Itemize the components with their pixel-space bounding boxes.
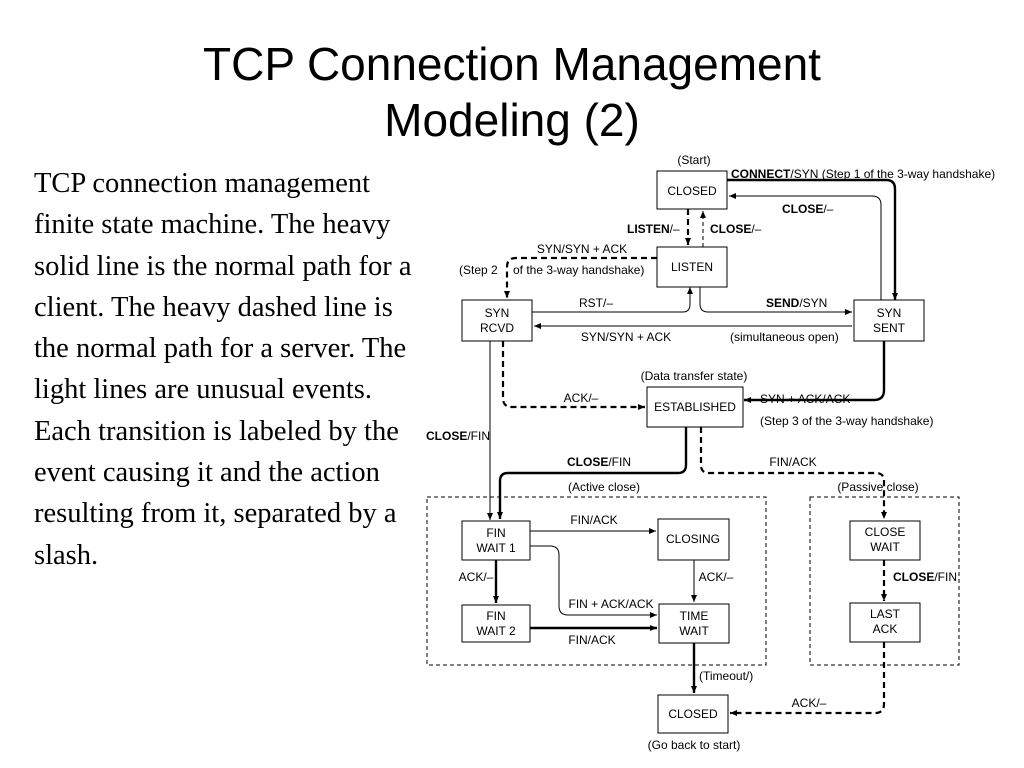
note-simultaneous: (simultaneous open)	[730, 330, 839, 344]
note-timeout: (Timeout/)	[699, 669, 753, 683]
edge-fin-ack-passive	[699, 427, 887, 519]
label-listen: LISTEN/–	[627, 222, 680, 236]
description-text: TCP connection management finite state m…	[34, 168, 412, 571]
edge-connect-syn	[727, 178, 898, 300]
state-fin-wait-2: FIN WAIT 2	[461, 604, 531, 643]
label-ack-established: ACK/–	[564, 391, 599, 405]
note-active-close: (Active close)	[568, 480, 640, 494]
state-fin-wait-1: FIN WAIT 1	[461, 520, 531, 561]
edge-synack-ack	[744, 341, 886, 403]
label-fin-ack-ack: FIN + ACK/ACK	[568, 597, 653, 611]
state-time-wait: TIME WAIT	[658, 603, 730, 644]
svg-text:CLOSED: CLOSED	[668, 707, 718, 721]
svg-text:WAIT: WAIT	[679, 624, 709, 638]
svg-text:ESTABLISHED: ESTABLISHED	[654, 400, 736, 414]
slide-title: TCP Connection Management Modeling (2)	[0, 36, 1024, 148]
note-step2b: of the 3-way handshake)	[513, 263, 644, 277]
edge-ack-lastack	[730, 642, 886, 716]
svg-text:SYN: SYN	[877, 306, 902, 320]
svg-text:WAIT 2: WAIT 2	[476, 624, 516, 638]
label-send-syn: SEND/SYN	[766, 296, 827, 310]
svg-text:ACK: ACK	[873, 622, 898, 636]
note-start: (Start)	[677, 153, 710, 167]
label-syn-synack-top: SYN/SYN + ACK	[537, 242, 627, 256]
label-ack-lastack: ACK/–	[792, 696, 827, 710]
label-synack-ack: SYN + ACK/ACK	[760, 392, 850, 406]
svg-text:RCVD: RCVD	[480, 321, 514, 335]
state-syn-sent: SYN SENT	[853, 299, 925, 342]
note-data-transfer: (Data transfer state)	[641, 369, 748, 383]
active-close-zone	[426, 496, 767, 666]
svg-text:LISTEN: LISTEN	[671, 260, 713, 274]
state-closed-top: CLOSED	[656, 170, 728, 210]
label-close-synsent: CLOSE/–	[782, 202, 834, 216]
svg-text:FIN: FIN	[486, 609, 505, 623]
svg-text:CLOSE: CLOSE	[865, 525, 906, 539]
note-step2a: (Step 2	[459, 263, 498, 277]
note-step3: (Step 3 of the 3-way handshake)	[760, 414, 933, 428]
svg-text:CLOSED: CLOSED	[667, 184, 717, 198]
svg-text:CLOSING: CLOSING	[666, 532, 720, 546]
svg-text:WAIT: WAIT	[870, 540, 900, 554]
svg-text:SENT: SENT	[873, 321, 906, 335]
edge-finack-ack	[530, 545, 657, 618]
title-line-2: Modeling (2)	[384, 94, 640, 146]
label-syn-synack-mid: SYN/SYN + ACK	[581, 330, 671, 344]
label-fin-ack-closing: FIN/ACK	[570, 513, 617, 527]
label-rst: RST/–	[579, 296, 613, 310]
note-passive-close: (Passive close)	[837, 480, 918, 494]
state-listen: LISTEN	[656, 246, 728, 288]
passive-close-zone	[809, 496, 960, 666]
edge-close-fin-established	[497, 427, 688, 519]
svg-text:FIN: FIN	[486, 526, 505, 540]
label-close-fin-mid: CLOSE/FIN	[567, 455, 631, 469]
svg-text:LAST: LAST	[870, 607, 901, 621]
state-established: ESTABLISHED	[646, 386, 744, 428]
label-ack-wait1: ACK/–	[459, 570, 494, 584]
svg-text:WAIT 1: WAIT 1	[476, 541, 516, 555]
edge-close-synsent	[729, 193, 882, 300]
note-go-back: (Go back to start)	[648, 738, 741, 752]
edge-rst	[532, 287, 693, 313]
state-syn-rcvd: SYN RCVD	[461, 299, 533, 342]
svg-text:SYN: SYN	[485, 306, 510, 320]
title-line-1: TCP Connection Management	[203, 38, 821, 90]
state-closing: CLOSING	[657, 518, 730, 561]
edge-send-syn	[699, 287, 852, 315]
edge-ack-established	[501, 341, 645, 410]
label-close-listen: CLOSE/–	[710, 222, 762, 236]
edge-listen-synrcvd	[504, 256, 657, 298]
label-close-fin-left: CLOSE/FIN	[426, 429, 490, 443]
state-last-ack: LAST ACK	[849, 602, 921, 643]
label-connect: CONNECT/SYN (Step 1 of the 3-way handsha…	[731, 167, 995, 181]
label-fin-ack-wait2: FIN/ACK	[568, 633, 615, 647]
label-ack-closing: ACK/–	[699, 570, 734, 584]
state-close-wait: CLOSE WAIT	[849, 520, 921, 561]
label-fin-ack-passive: FIN/ACK	[769, 455, 816, 469]
svg-text:TIME: TIME	[680, 609, 709, 623]
state-closed-bottom: CLOSED	[657, 694, 729, 734]
label-close-fin-right: CLOSE/FIN	[893, 570, 957, 584]
